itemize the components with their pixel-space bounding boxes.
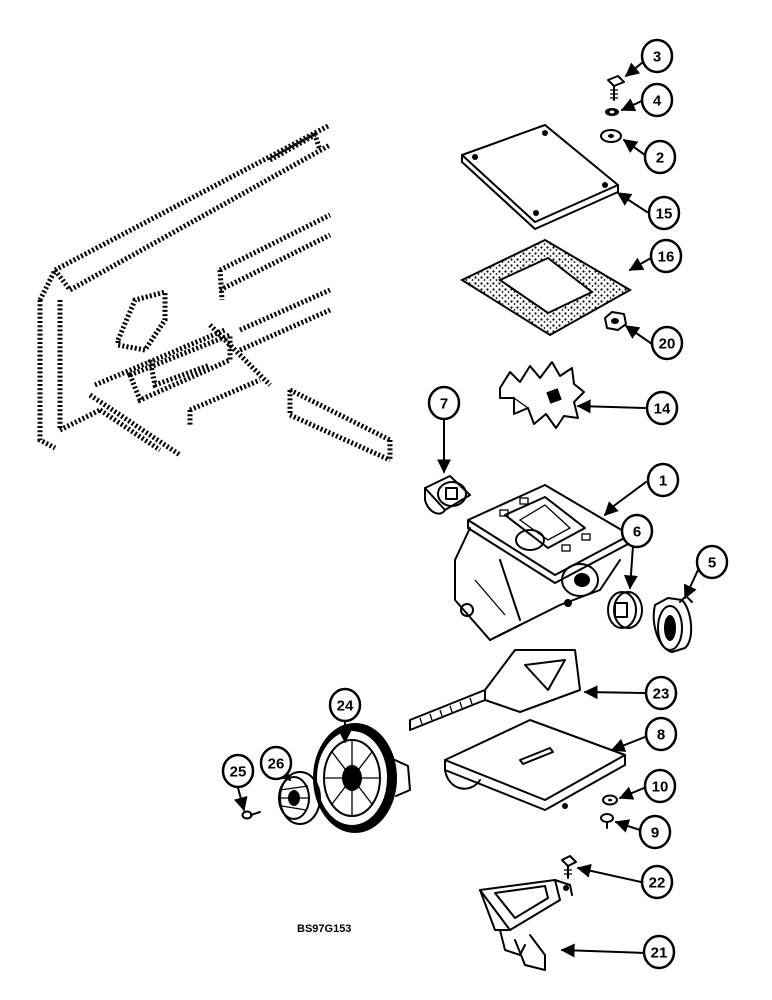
part-nut	[604, 311, 627, 331]
callout-circle	[640, 82, 674, 118]
callout-number: 21	[651, 945, 668, 962]
part-small-washer	[602, 794, 618, 806]
part-drive-gear	[313, 723, 411, 833]
part-hopper	[479, 879, 573, 971]
callout-number: 7	[440, 396, 448, 413]
callout-number: 25	[230, 764, 247, 781]
callout-number: 22	[649, 875, 666, 892]
callout-10: 10	[643, 768, 677, 804]
callout-21: 21	[642, 934, 676, 970]
part-seal	[607, 591, 643, 629]
callout-circle	[640, 38, 674, 74]
callout-2: 2	[643, 139, 677, 175]
callout-number: 4	[653, 93, 662, 110]
callout-circle	[645, 390, 679, 426]
callout-8: 8	[644, 716, 678, 752]
callout-number: 23	[653, 686, 670, 703]
leader-lines	[233, 61, 699, 958]
callout-number: 5	[708, 555, 716, 572]
callout-number: 6	[633, 524, 641, 541]
callout-6: 6	[620, 513, 654, 549]
part-flat-washer	[600, 129, 622, 143]
callout-number: 1	[659, 473, 667, 490]
part-pinion	[278, 771, 321, 825]
callout-number: 3	[653, 49, 661, 66]
callout-number: 15	[656, 206, 673, 223]
callout-9: 9	[638, 814, 672, 850]
callout-number: 8	[657, 727, 665, 744]
callout-5: 5	[695, 544, 729, 580]
callout-circle	[427, 385, 461, 421]
part-pump-housing	[454, 484, 631, 641]
callout-number: 14	[654, 401, 671, 418]
drawing-code: BS97G153	[297, 923, 351, 935]
part-collar	[652, 595, 693, 653]
callout-circle	[647, 195, 681, 231]
callout-20: 20	[650, 325, 684, 361]
part-slide-gate	[409, 649, 581, 731]
callout-25: 25	[221, 753, 255, 789]
callout-number: 2	[656, 150, 664, 167]
callout-circle	[649, 238, 683, 274]
callout-23: 23	[644, 675, 678, 711]
part-screw	[607, 75, 625, 101]
callout-16: 16	[649, 238, 683, 274]
part-set-screw	[241, 810, 261, 820]
callout-circle	[644, 675, 678, 711]
part-lock-washer	[605, 108, 619, 116]
callout-4: 4	[640, 82, 674, 118]
part-cover-plate	[461, 124, 619, 230]
callout-1: 1	[646, 462, 680, 498]
callout-circle	[620, 513, 654, 549]
callout-26: 26	[259, 745, 293, 781]
callout-number: 10	[652, 779, 669, 796]
callout-circle	[644, 716, 678, 752]
callout-circle	[650, 325, 684, 361]
part-bushing	[424, 475, 471, 515]
callout-circle	[221, 753, 255, 789]
callout-circle	[328, 687, 362, 723]
part-base-plate	[444, 719, 626, 811]
callout-circle	[642, 934, 676, 970]
callout-number: 16	[658, 249, 675, 266]
machine-frame-phantom	[37, 122, 393, 463]
callout-circle	[646, 462, 680, 498]
callout-number: 9	[651, 825, 659, 842]
callout-3: 3	[640, 38, 674, 74]
callout-circle	[695, 544, 729, 580]
callout-circle	[259, 745, 293, 781]
callout-number: 20	[659, 336, 676, 353]
callout-14: 14	[645, 390, 679, 426]
callout-22: 22	[640, 864, 674, 900]
callout-15: 15	[647, 195, 681, 231]
part-impeller	[499, 361, 585, 429]
callout-number: 26	[268, 756, 285, 773]
callout-24: 24	[328, 687, 362, 723]
callout-number: 24	[337, 698, 354, 715]
callout-7: 7	[427, 385, 461, 421]
callout-circle	[643, 768, 677, 804]
callout-circle	[638, 814, 672, 850]
part-gasket	[459, 238, 633, 337]
callout-circle	[640, 864, 674, 900]
part-bolt	[561, 855, 577, 879]
callout-circle	[643, 139, 677, 175]
part-small-screw	[600, 813, 614, 829]
